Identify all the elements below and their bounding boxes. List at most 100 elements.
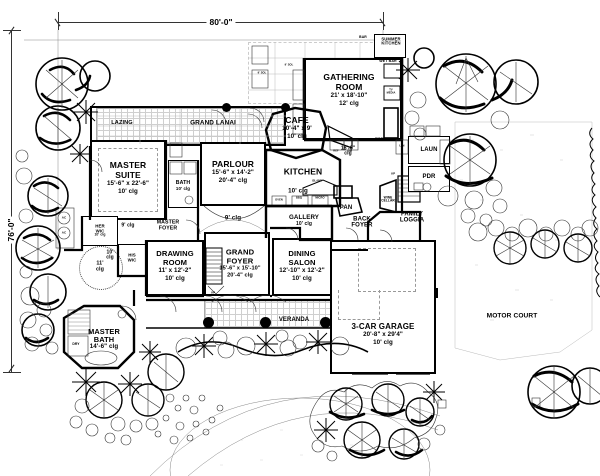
motor-court-label: MOTOR COURT	[486, 312, 538, 320]
overall-width-label: 80'-0"	[206, 17, 236, 27]
master-foyer-line1: MASTER	[156, 219, 180, 226]
lanai-column-1	[281, 103, 290, 112]
bath-clg: 10' clg	[175, 185, 191, 191]
veranda-label: VERANDA	[278, 316, 310, 323]
family-loggia-label: FAMILY LOGGIA	[400, 212, 424, 225]
garage-room	[330, 240, 436, 374]
wine-cellar-line2: CELLAR	[381, 199, 395, 203]
master-bath-clg: 14'-6" clg	[89, 342, 119, 350]
grand-foyer-name-2: FOYER	[226, 256, 254, 266]
grand-foyer-clg: 20'-4" clg	[227, 272, 253, 279]
gathering-room-clg: 12' clg	[339, 99, 359, 107]
tv-media-label: TV MEDIA	[387, 89, 396, 94]
grand-foyer-name-1: GRAND	[225, 247, 255, 257]
clg-18-6-line1: 18'-6"	[340, 145, 356, 152]
dining-salon-dim: 12'-10" x 12'-2"	[279, 266, 325, 274]
family-loggia-line1: FAMILY	[400, 211, 424, 218]
lazing-label: LAZING	[111, 120, 133, 127]
drawing-room-name-2: ROOM	[162, 257, 188, 267]
dining-salon-name-1: DINING	[288, 248, 316, 258]
kitchen-name: KITCHEN	[283, 166, 323, 177]
her-wic-label: HER WIC 10' clg	[94, 223, 106, 238]
rotunda-clg-line2: clg	[95, 266, 105, 272]
gathering-ceiling-note: 18'-6" clg	[340, 145, 356, 158]
dining-salon-name-2: SALON	[288, 257, 316, 267]
garage-label: 3-CAR GARAGE 20'-8" x 29'4" 10' clg	[351, 322, 415, 347]
dw-label: DW	[347, 149, 353, 153]
master-bath-name-2: BATH	[93, 334, 115, 344]
garage-storage-outline	[358, 248, 416, 292]
parlour-name: PARLOUR	[211, 158, 255, 169]
parlour-dim: 15'-6" x 14'-2"	[212, 168, 254, 176]
ref-label: REF	[333, 149, 339, 153]
summer-kitchen-room	[374, 34, 406, 58]
cafe-dim: 10'-4" x 9'	[282, 124, 312, 132]
drawing-room-name-1: DRAWING	[156, 248, 194, 258]
solarium-label-left: 9' SOL	[284, 63, 294, 67]
garage-name: 3-CAR GARAGE	[351, 322, 415, 332]
rotunda-clg-line1: 11'	[96, 260, 104, 267]
family-loggia-line2: LOGGIA	[399, 218, 425, 224]
dining-salon-label: DINING SALON 12'-10" x 12'-2" 10' clg	[279, 248, 325, 282]
veranda-column-2	[260, 317, 271, 328]
veranda-column-3	[320, 317, 331, 328]
pantry-label: PAN	[339, 204, 353, 211]
wet-bar-label: WET BAR	[379, 59, 397, 64]
gathering-room-name-2: ROOM	[335, 81, 363, 92]
gathering-room-name-1: GATHERING	[323, 71, 375, 82]
dining-salon-clg: 10' clg	[292, 274, 312, 282]
master-foyer-line2: FOYER	[158, 225, 178, 231]
her-wic-line1: HER	[95, 223, 105, 229]
summer-kitchen-label: SUMMER KITCHEN	[381, 36, 401, 47]
solarium-label-right: 9' SOL	[257, 71, 267, 75]
back-foyer-line2: FOYER	[351, 223, 373, 229]
bbq-label: BBQ	[295, 196, 303, 200]
up-label: UP	[210, 290, 216, 295]
ac-label-1: AC	[61, 215, 67, 220]
master-foyer-label: MASTER FOYER	[156, 219, 180, 232]
her-wic-clg: 10' clg	[94, 232, 106, 237]
master-suite-clg: 10' clg	[118, 187, 138, 195]
oven-label: OVEN	[275, 198, 283, 202]
drawing-room-dim: 11' x 12'-2"	[158, 266, 192, 274]
lanai-9-clg: 9' clg	[224, 214, 242, 222]
cafe-clg: 10' clg	[287, 132, 307, 140]
master-suite-label: MASTER SUITE 15'-6" x 22'-6" 10' clg	[107, 160, 149, 195]
tv-media-line1: TV	[389, 88, 393, 92]
dry-label: DRY	[72, 342, 80, 347]
parlour-clg: 20'-4" clg	[218, 176, 248, 184]
grand-lanai-label: GRAND LANAI	[190, 119, 236, 127]
master-bath-label: MASTER BATH 14'-6" clg	[88, 328, 120, 350]
drawing-room-label: DRAWING ROOM 11' x 12'-2" 10' clg	[156, 248, 194, 282]
summer-kitchen-line1: SUMMER	[381, 36, 401, 42]
laundry-room	[408, 136, 450, 164]
bath-name: BATH	[175, 179, 191, 186]
garage-apron-outline	[338, 290, 380, 320]
clg-18-6-line2: clg	[344, 151, 352, 157]
kitchen-clg: 10' clg	[288, 187, 308, 195]
grand-foyer-label: GRAND FOYER 15'-6" x 15'-10" 20'-4" clg	[219, 247, 260, 280]
gathering-room-label: GATHERING ROOM 21' x 18'-10" 12' clg	[323, 71, 375, 107]
tv-media-line2: MEDIA	[386, 91, 396, 94]
his-wic-label: HIS WIC	[128, 253, 137, 262]
bath-label: BATH 10' clg	[175, 179, 191, 191]
micro-label: MICRO	[315, 196, 325, 200]
garage-clg: 10' clg	[373, 339, 393, 347]
